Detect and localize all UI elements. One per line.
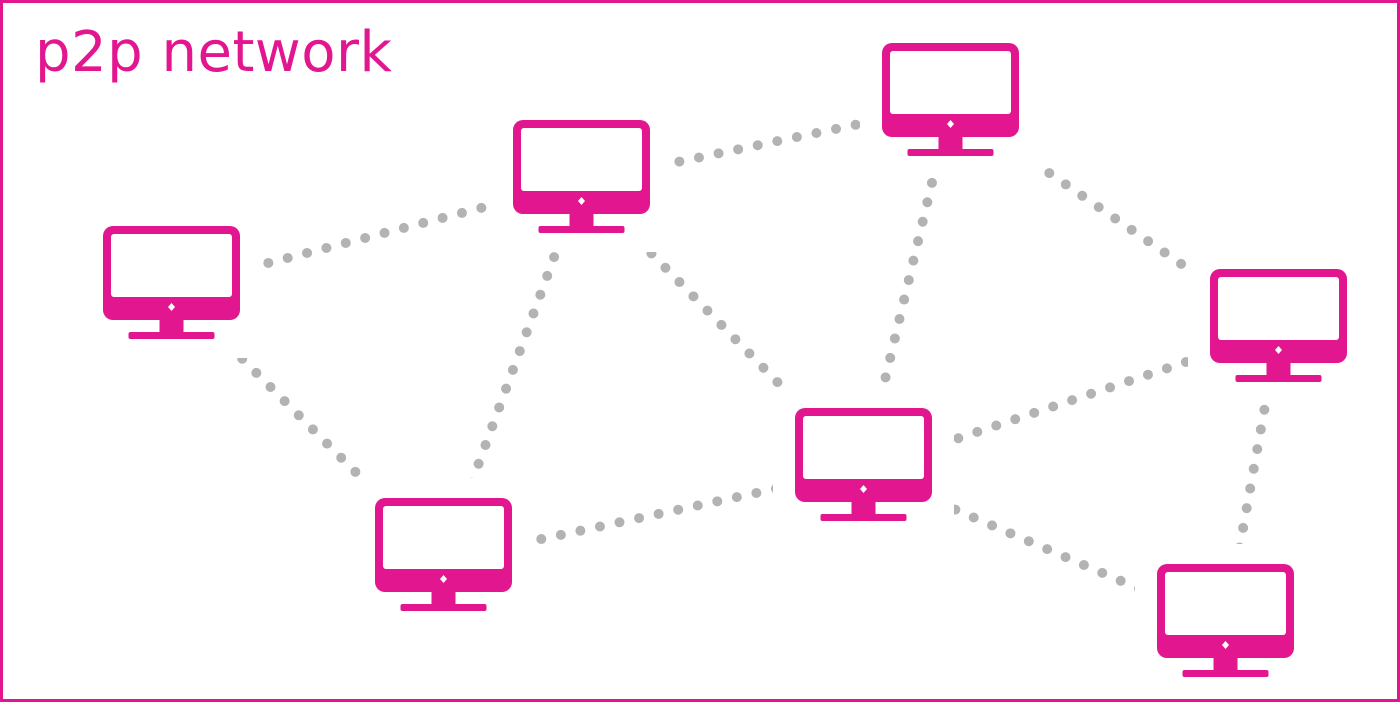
links-layer — [166, 100, 1284, 631]
network-diagram — [81, 23, 1369, 696]
node-3-desktop-monitor-icon — [860, 23, 1041, 175]
node-7-desktop-monitor-icon — [1135, 544, 1316, 696]
link-node-5-node-7 — [858, 465, 1231, 631]
node-4-desktop-monitor-icon — [353, 478, 534, 630]
node-5-desktop-monitor-icon — [773, 388, 954, 540]
node-2-desktop-monitor-icon — [491, 100, 672, 252]
node-6-desktop-monitor-icon — [1188, 249, 1369, 401]
link-node-3-node-6 — [945, 100, 1284, 336]
node-1-desktop-monitor-icon — [81, 206, 262, 358]
nodes-layer — [81, 23, 1369, 696]
diagram-title: p2p network — [35, 20, 393, 85]
